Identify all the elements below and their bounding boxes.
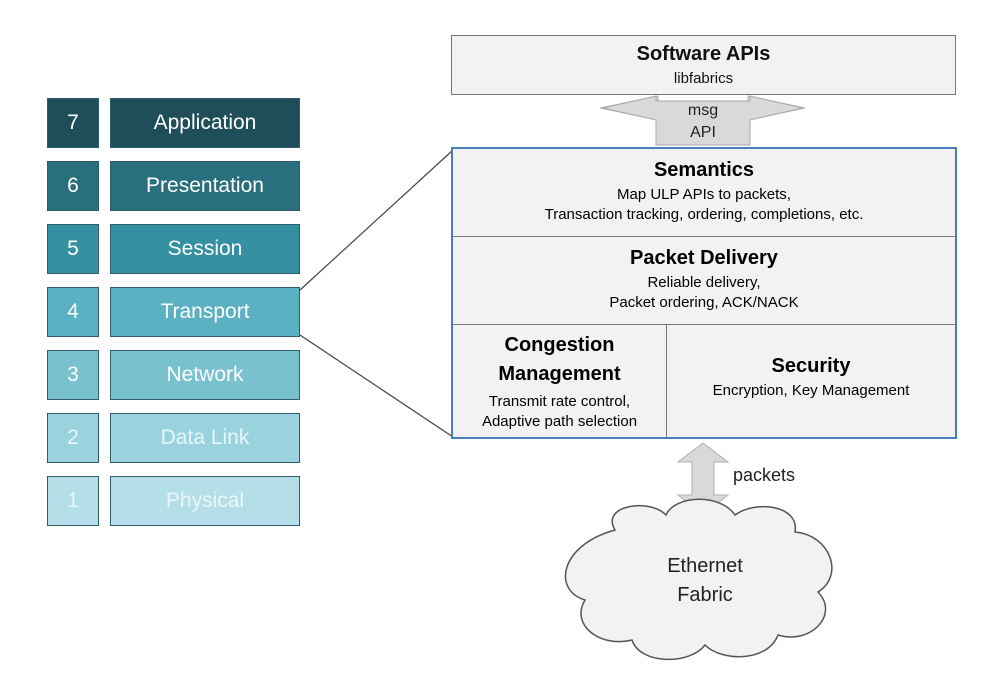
semantics-line2: Transaction tracking, ordering, completi… xyxy=(544,206,864,223)
security-line1: Encryption, Key Management xyxy=(712,382,910,399)
msg-api-line2: API xyxy=(690,124,716,141)
msg-api-line1: msg xyxy=(687,102,719,119)
layer-name-network: Network xyxy=(110,350,300,400)
software-apis-title: Software APIs xyxy=(636,43,771,65)
layer-number-1: 1 xyxy=(47,476,99,526)
semantics-title: Semantics xyxy=(653,159,755,181)
layer-name-transport: Transport xyxy=(110,287,300,337)
msg-api-label: msg API xyxy=(656,100,750,144)
packet-delivery-line1: Reliable delivery, xyxy=(647,274,761,291)
msg-api-arrow-outline-icon xyxy=(602,95,804,146)
congestion-title-line2: Management xyxy=(498,363,621,385)
layer-number-5: 5 xyxy=(47,224,99,274)
zoom-line-bottom xyxy=(299,334,454,438)
layer-number-6: 6 xyxy=(47,161,99,211)
software-apis-subtitle: libfabrics xyxy=(673,70,734,87)
packet-delivery-section: Packet Delivery Reliable delivery, Packe… xyxy=(453,237,955,325)
packets-label: packets xyxy=(733,465,796,485)
congestion-line1: Transmit rate control, xyxy=(488,393,631,410)
layer-number-7: 7 xyxy=(47,98,99,148)
layer-number-2: 2 xyxy=(47,413,99,463)
layer-name-data-link: Data Link xyxy=(110,413,300,463)
congestion-management-section: Congestion Management Transmit rate cont… xyxy=(453,325,667,437)
layer-name-presentation: Presentation xyxy=(110,161,300,211)
security-title: Security xyxy=(771,355,851,377)
layer-number-3: 3 xyxy=(47,350,99,400)
layer-name-application: Application xyxy=(110,98,300,148)
packet-delivery-line2: Packet ordering, ACK/NACK xyxy=(609,294,799,311)
layer-number-4: 4 xyxy=(47,287,99,337)
semantics-line1: Map ULP APIs to packets, xyxy=(617,186,791,203)
zoom-line-top xyxy=(299,149,454,291)
fabric-line1: Ethernet xyxy=(667,555,743,577)
layer-name-session: Session xyxy=(110,224,300,274)
software-apis-box: Software APIs libfabrics xyxy=(451,35,956,95)
transport-detail-box: Semantics Map ULP APIs to packets, Trans… xyxy=(451,147,957,439)
congestion-title-line1: Congestion xyxy=(504,334,615,356)
semantics-section: Semantics Map ULP APIs to packets, Trans… xyxy=(453,149,955,237)
congestion-line2: Adaptive path selection xyxy=(481,413,638,430)
packet-delivery-title: Packet Delivery xyxy=(630,247,778,269)
security-section: Security Encryption, Key Management xyxy=(667,325,955,437)
fabric-line2: Fabric xyxy=(677,584,733,606)
ethernet-cloud-icon xyxy=(564,498,833,661)
ethernet-fabric-label: Ethernet Fabric xyxy=(630,552,780,610)
layer-name-physical: Physical xyxy=(110,476,300,526)
